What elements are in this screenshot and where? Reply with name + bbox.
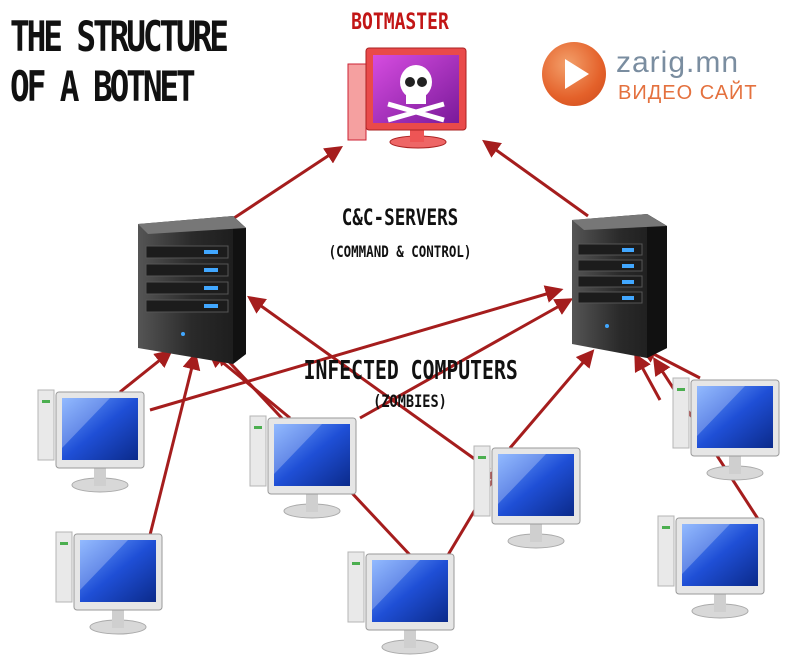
server-icon xyxy=(572,214,667,358)
site-logo[interactable]: zarig.mn ВИДЕО САЙТ xyxy=(542,42,762,112)
play-icon xyxy=(542,42,606,106)
skull-icon xyxy=(387,65,445,123)
zombie-computer-5 xyxy=(473,445,581,549)
zombie-computer-4 xyxy=(347,551,455,655)
arrow-zombie4-to-right-server xyxy=(443,464,502,561)
monitor-icon xyxy=(473,445,581,549)
title-line-1: THE STRUCTURE xyxy=(10,12,229,61)
arrow-zombie2-to-left-server xyxy=(148,351,201,536)
arrow-left-server-to-botmaster xyxy=(227,146,344,224)
zombie-computer-6 xyxy=(672,377,780,481)
monitor-icon xyxy=(37,389,145,493)
logo-tagline: ВИДЕО САЙТ xyxy=(618,82,758,104)
monitor-icon xyxy=(249,415,357,519)
logo-name: zarig.mn xyxy=(616,46,740,79)
botmaster-label: BOTMASTER xyxy=(351,10,449,35)
cc-server-left xyxy=(138,216,246,364)
zombie-computer-3 xyxy=(249,415,357,519)
monitor-icon xyxy=(347,551,455,655)
title-line-2: OF A BOTNET xyxy=(10,62,196,111)
arrow-zombie6-to-left-server xyxy=(634,352,662,401)
arrow-right-server-to-botmaster xyxy=(482,139,589,218)
cc-server-right xyxy=(572,214,667,358)
arrow-zombie3-to-right-server xyxy=(359,298,574,420)
zombie-computer-7 xyxy=(657,515,765,619)
botmaster-computer xyxy=(347,47,467,149)
arrow-zombie1-to-right-server xyxy=(149,285,564,412)
arrow-zombie5-to-left-server xyxy=(247,295,491,472)
server-icon xyxy=(138,216,246,364)
zombie-computer-1 xyxy=(37,389,145,493)
monitor-icon xyxy=(657,515,765,619)
cc-servers-label: C&C-SERVERS xyxy=(341,206,459,231)
zombie-computer-2 xyxy=(55,531,163,635)
arrow-zombie1-to-left-server xyxy=(119,349,173,394)
zombies-sublabel: (ZOMBIES) xyxy=(373,392,447,412)
monitor-icon xyxy=(55,531,163,635)
cc-servers-sublabel: (COMMAND & CONTROL) xyxy=(328,242,472,261)
infected-computers-label: INFECTED COMPUTERS xyxy=(303,356,518,386)
arrow-zombie5-to-right-server xyxy=(508,349,595,449)
monitor-icon xyxy=(672,377,780,481)
diagram-title: THE STRUCTURE OF A BOTNET xyxy=(10,12,236,112)
